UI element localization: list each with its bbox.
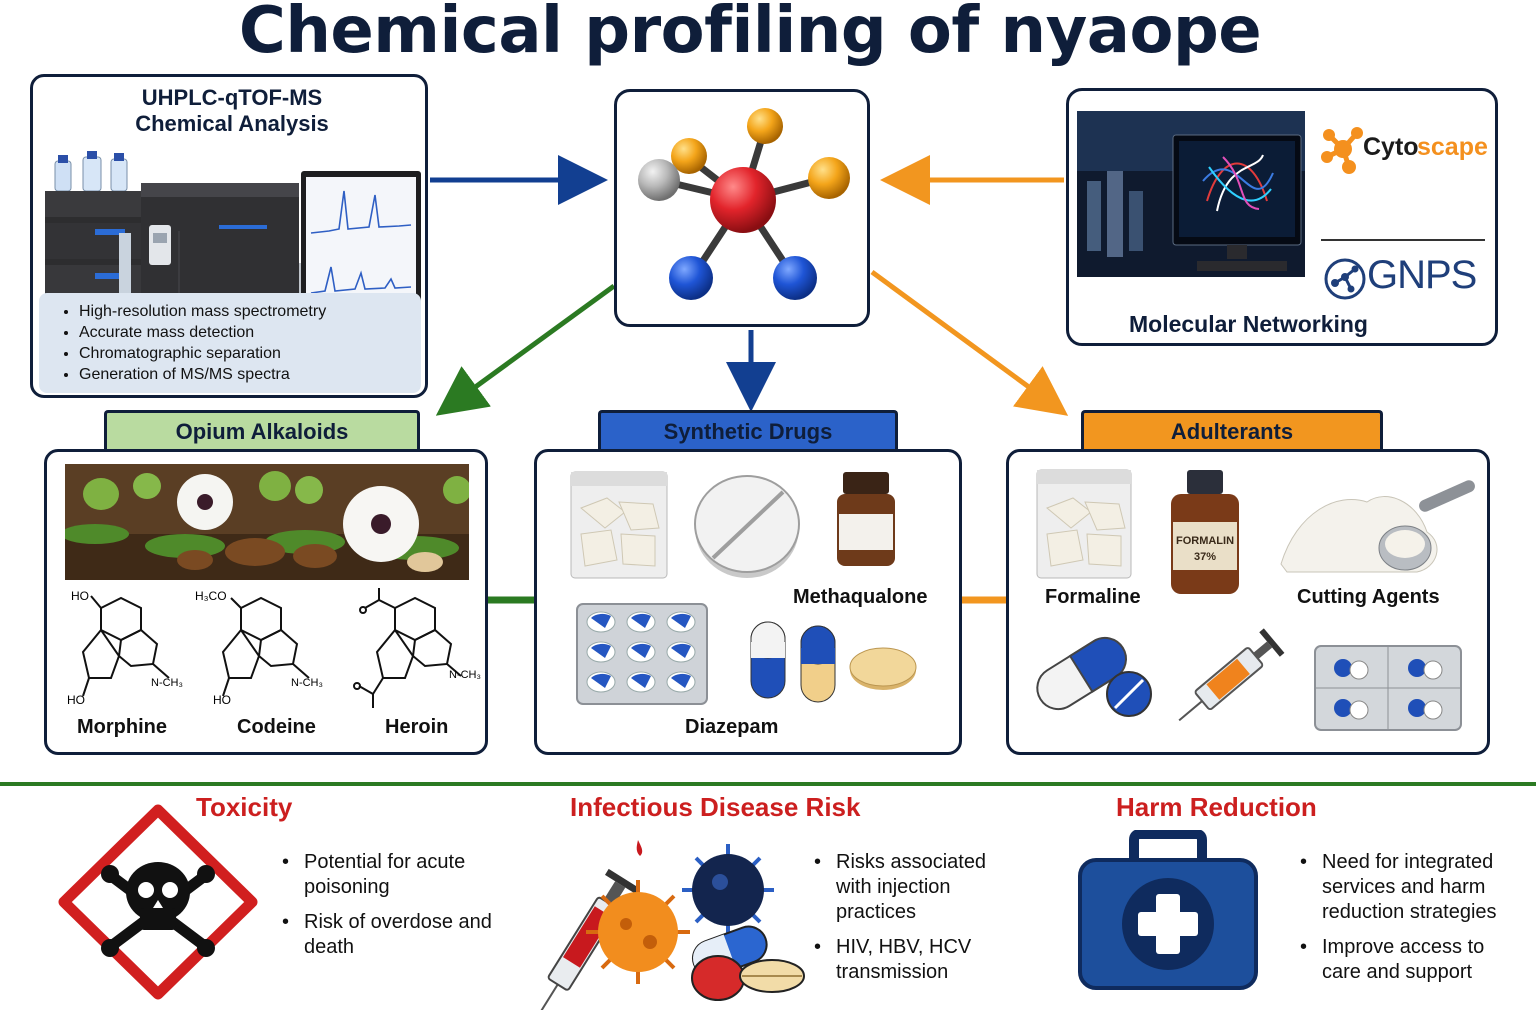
- analysis-title-line2: Chemical Analysis: [135, 111, 329, 136]
- atom-blue: [773, 256, 817, 300]
- cutting-powder-icon: [1280, 480, 1475, 573]
- analysis-title-line1: UHPLC-qTOF-MS: [141, 85, 323, 110]
- arrow-molecule-to-opium: [435, 283, 616, 416]
- codeine-structure: H₃CO N-CH₃ HO: [195, 589, 323, 707]
- formalin-bottle-percent: 37%: [1194, 551, 1216, 563]
- item-label-formaline: Formaline: [1045, 586, 1141, 608]
- cytoscape-wordmark-prefix: Cyto: [1363, 133, 1419, 161]
- measuring-scoop-icon: [1378, 480, 1475, 571]
- atom-orange: [671, 138, 707, 174]
- item-label-diazepam: Diazepam: [685, 716, 779, 738]
- morphine-ho-label: HO: [71, 589, 89, 603]
- round-tablet-icon: [694, 475, 800, 578]
- networking-panel: Cyto scape GNPS Molecular Networking: [1066, 88, 1498, 346]
- analysis-bullet: Generation of MS/MS spectra: [79, 364, 421, 385]
- formalin-bottle-label: FORMALIN: [1176, 535, 1234, 547]
- toxicity-bullet-list: Potential for acute poisoning Risk of ov…: [278, 850, 498, 970]
- infectious-bullet-list: Risks associated with injection practice…: [810, 850, 1010, 995]
- medicine-bottle-icon: [837, 472, 895, 566]
- molecule-icon: [638, 108, 850, 300]
- capsules-icon: [750, 621, 836, 703]
- opium-resin-icon: [177, 538, 337, 570]
- infectious-bullet: HIV, HBV, HCV transmission: [810, 935, 1010, 985]
- first-aid-kit-icon: [1078, 830, 1258, 990]
- morphine-ho-low-label: HO: [67, 693, 85, 707]
- pills-icon: [691, 925, 805, 1001]
- codeine-nch3-label: N-CH₃: [291, 677, 323, 689]
- opium-panel: HO N-CH₃ HO H₃CO N-CH₃ HO N-CH₃ Morphine…: [44, 449, 488, 755]
- cytoscape-logo-icon: [1321, 127, 1363, 174]
- virus-blue-icon: [682, 844, 774, 938]
- compound-label-heroin: Heroin: [385, 716, 449, 738]
- virus-orange-icon: [586, 880, 690, 984]
- page-title: Chemical profiling of nyaope: [238, 0, 1262, 68]
- arrow-molecule-to-adulterants: [870, 269, 1069, 416]
- atom-grey: [638, 159, 680, 201]
- molecule-panel: [614, 89, 870, 327]
- capsule-row: [586, 611, 696, 693]
- cytoscape-wordmark-suffix: scape: [1417, 133, 1488, 161]
- cytoscape-logo: Cyto scape: [1319, 121, 1495, 181]
- heroin-nch3-label: N-CH₃: [449, 669, 481, 681]
- atom-orange: [747, 108, 783, 144]
- synthetic-panel: Methaqualone Diazepam: [534, 449, 962, 755]
- powder-bag-icon: [1036, 469, 1132, 579]
- impact-title-harm: Harm Reduction: [1116, 792, 1317, 822]
- item-label-cutting-agents: Cutting Agents: [1297, 586, 1440, 608]
- gnps-wordmark: GNPS: [1367, 253, 1477, 297]
- analysis-bullet-list: High-resolution mass spectrometry Accura…: [39, 293, 421, 393]
- poppy-field-photo: [65, 464, 469, 580]
- compound-label-morphine: Morphine: [77, 716, 167, 738]
- harm-bullet-list: Need for integrated services and harm re…: [1296, 850, 1526, 995]
- adulterants-panel: Formaline FORMALIN 37% Cutting Agents: [1006, 449, 1490, 755]
- codeine-h3co-label: H₃CO: [195, 589, 227, 603]
- oval-tablet-icon: [849, 647, 917, 690]
- infection-illustration: [538, 840, 805, 1010]
- capsule-and-pill-icon: [1036, 636, 1152, 717]
- analysis-bullet: High-resolution mass spectrometry: [79, 301, 421, 322]
- syringe-icon: [1178, 628, 1285, 722]
- category-tab-synthetic: Synthetic Drugs: [598, 410, 898, 450]
- solvent-bottles-icon: [54, 151, 128, 192]
- compound-label-codeine: Codeine: [237, 716, 316, 738]
- codeine-ho-label: HO: [213, 693, 231, 707]
- networking-caption: Molecular Networking: [1129, 311, 1368, 337]
- impact-title-infectious: Infectious Disease Risk: [570, 792, 861, 822]
- poppy-flower-icon: [177, 474, 419, 562]
- analysis-title: UHPLC-qTOF-MS Chemical Analysis: [33, 85, 425, 137]
- gnps-logo: GNPS: [1319, 251, 1495, 301]
- formalin-bottle-icon: FORMALIN 37%: [1171, 470, 1239, 594]
- harm-bullet: Need for integrated services and harm re…: [1296, 850, 1526, 925]
- blister-pack-icon: [1314, 645, 1462, 731]
- impact-title-toxicity: Toxicity: [196, 792, 293, 822]
- analysis-panel: UHPLC-qTOF-MS Chemical Analysis: [30, 74, 428, 398]
- lab-computer-photo: [1077, 111, 1305, 277]
- analysis-bullet: Accurate mass detection: [79, 322, 421, 343]
- item-label-methaqualone: Methaqualone: [793, 586, 928, 608]
- analysis-bullet: Chromatographic separation: [79, 343, 421, 364]
- poppy-pods-icon: [83, 471, 469, 510]
- morphine-nch3-label: N-CH₃: [151, 677, 183, 689]
- monitor-spectrum-icon: [301, 171, 421, 343]
- toxicity-bullet: Risk of overdose and death: [278, 910, 498, 960]
- toxicity-bullet: Potential for acute poisoning: [278, 850, 498, 900]
- section-divider: [0, 782, 1536, 786]
- category-tab-opium: Opium Alkaloids: [104, 410, 420, 450]
- logo-divider: [1321, 239, 1485, 241]
- category-tab-adulterants: Adulterants: [1081, 410, 1383, 450]
- harm-bullet: Improve access to care and support: [1296, 935, 1526, 985]
- morphine-structure: HO N-CH₃ HO: [67, 589, 183, 707]
- blister-pack-icon: [576, 603, 708, 705]
- atom-red-center: [710, 167, 776, 233]
- skull-crossbones-warning-icon: [58, 804, 258, 1000]
- infectious-bullet: Risks associated with injection practice…: [810, 850, 1010, 925]
- powder-bag-icon: [570, 471, 668, 579]
- gnps-logo-icon: [1324, 258, 1366, 300]
- atom-orange: [808, 157, 850, 199]
- atom-blue: [669, 256, 713, 300]
- heroin-structure: N-CH₃: [353, 588, 481, 708]
